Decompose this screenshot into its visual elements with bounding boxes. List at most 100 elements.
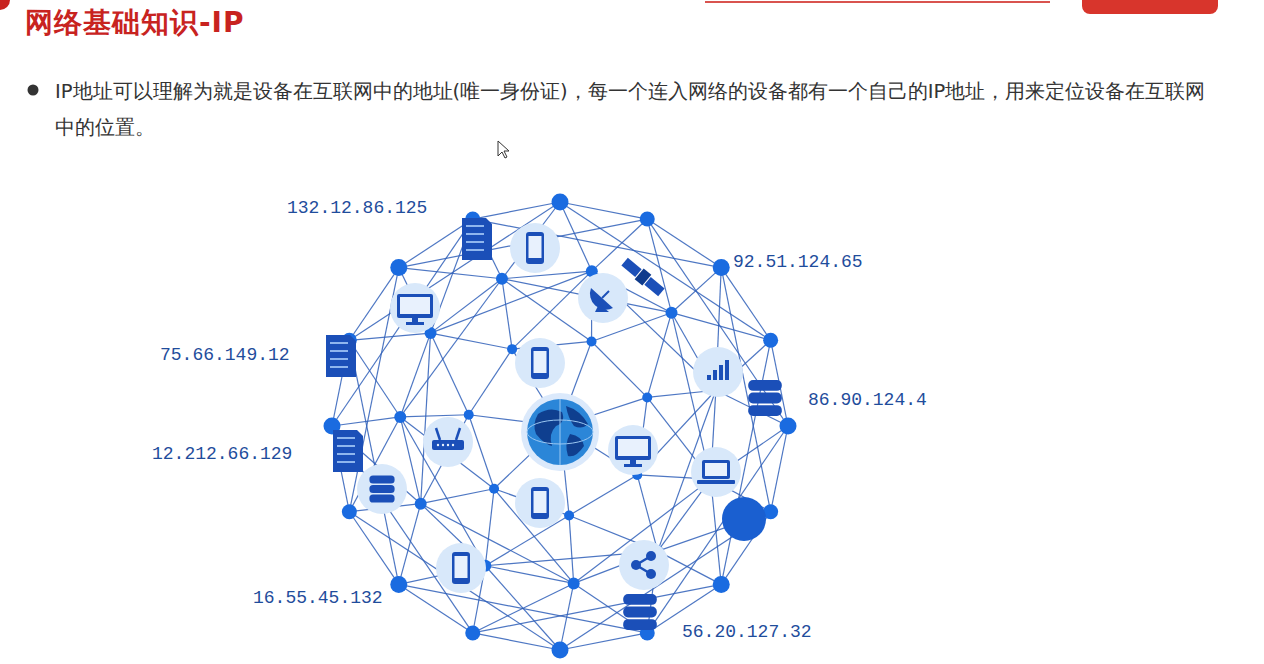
mesh-node [640, 212, 655, 227]
mesh-link [400, 279, 502, 417]
ip-address: 56.20.127.32 [682, 622, 812, 642]
mesh-link [421, 333, 431, 504]
ip-address: 12.212.66.129 [152, 444, 292, 464]
phone-icon [515, 478, 565, 528]
monitor-icon [608, 425, 658, 475]
bullet-dot [28, 85, 39, 96]
signal-icon [693, 347, 743, 397]
icon-bubble [515, 338, 565, 388]
server-icon [333, 430, 363, 472]
mesh-node [489, 484, 499, 494]
top-rule [705, 1, 1050, 3]
mesh-link [349, 333, 430, 340]
mesh-link [647, 219, 788, 426]
corner-dot [0, 0, 10, 10]
top-button [1082, 0, 1218, 14]
network-mesh [324, 194, 797, 659]
mesh-node [394, 411, 406, 423]
mesh-node [342, 504, 357, 519]
mesh-node [568, 577, 580, 589]
satellite-icon [620, 256, 666, 298]
mesh-node [496, 273, 508, 285]
mesh-link [400, 417, 494, 489]
mesh-link [431, 333, 469, 415]
mesh-link [349, 512, 560, 650]
ip-address: 92.51.124.65 [733, 252, 863, 272]
mesh-link [332, 417, 400, 426]
phone-icon [515, 338, 565, 388]
bullet-text: IP地址可以理解为就是设备在互联网中的地址(唯一身份证)，每一个连入网络的设备都… [55, 74, 1220, 146]
mesh-link [431, 279, 502, 333]
icon-bubble [515, 478, 565, 528]
icon-bubble [578, 273, 628, 323]
mouse-cursor [498, 141, 509, 158]
mesh-link [647, 426, 788, 633]
mesh-link [637, 475, 657, 551]
share-icon [619, 540, 669, 590]
mesh-link [672, 313, 771, 341]
mesh-node [780, 418, 797, 435]
monitor-icon [390, 283, 440, 333]
phone-icon [436, 543, 486, 593]
mesh-link [473, 583, 574, 633]
mesh-link [502, 271, 592, 279]
mesh-link [399, 268, 502, 279]
mesh-node [763, 333, 778, 348]
mesh-link [473, 219, 721, 268]
mesh-link [569, 475, 637, 516]
mesh-link [469, 415, 494, 489]
server-icon [326, 335, 356, 377]
icon-bubble [436, 543, 486, 593]
mesh-link [400, 415, 468, 417]
icon-bubble [423, 417, 473, 467]
database-icon [623, 594, 657, 630]
router-icon [423, 417, 473, 467]
mesh-link [332, 219, 473, 426]
hub-node [722, 497, 766, 541]
mesh-link [502, 202, 560, 279]
mesh-link [349, 340, 400, 417]
mesh-link [431, 333, 513, 349]
phone-icon [510, 223, 560, 273]
mesh-link [647, 219, 671, 313]
mesh-node [564, 511, 574, 521]
mesh-node [587, 336, 597, 346]
database-icon [748, 380, 782, 416]
mesh-node [390, 259, 407, 276]
device-icons [326, 218, 782, 630]
icon-bubble [619, 540, 669, 590]
slide-title: 网络基础知识-IP [25, 4, 245, 42]
mesh-link [485, 489, 494, 566]
icon-bubble [357, 464, 407, 514]
icon-bubble [510, 223, 560, 273]
mesh-link [672, 268, 722, 313]
laptop-icon [691, 447, 741, 497]
mesh-link [469, 349, 512, 415]
mesh-link [399, 504, 421, 585]
mesh-node [552, 194, 569, 211]
mesh-node [713, 576, 730, 593]
icon-bubble [608, 425, 658, 475]
mesh-node [465, 625, 480, 640]
database-icon [357, 464, 407, 514]
satellite-dish-icon [578, 273, 628, 323]
ip-address: 86.90.124.4 [808, 390, 927, 410]
globe-icon [521, 393, 599, 471]
mesh-node [642, 392, 652, 402]
ip-address: 132.12.86.125 [287, 198, 427, 218]
mesh-link [400, 417, 485, 566]
mesh-node [464, 410, 474, 420]
mesh-node [507, 344, 517, 354]
mesh-node [552, 642, 569, 659]
mesh-node [390, 576, 407, 593]
mesh-link [592, 219, 647, 271]
server-icon [462, 218, 492, 260]
ip-address: 16.55.45.132 [253, 588, 383, 608]
mesh-link [716, 390, 788, 426]
icon-bubble [693, 347, 743, 397]
mesh-link [349, 202, 560, 340]
mesh-link [647, 313, 671, 398]
mesh-node [415, 498, 427, 510]
mesh-link [592, 341, 648, 397]
mesh-link [502, 279, 512, 349]
